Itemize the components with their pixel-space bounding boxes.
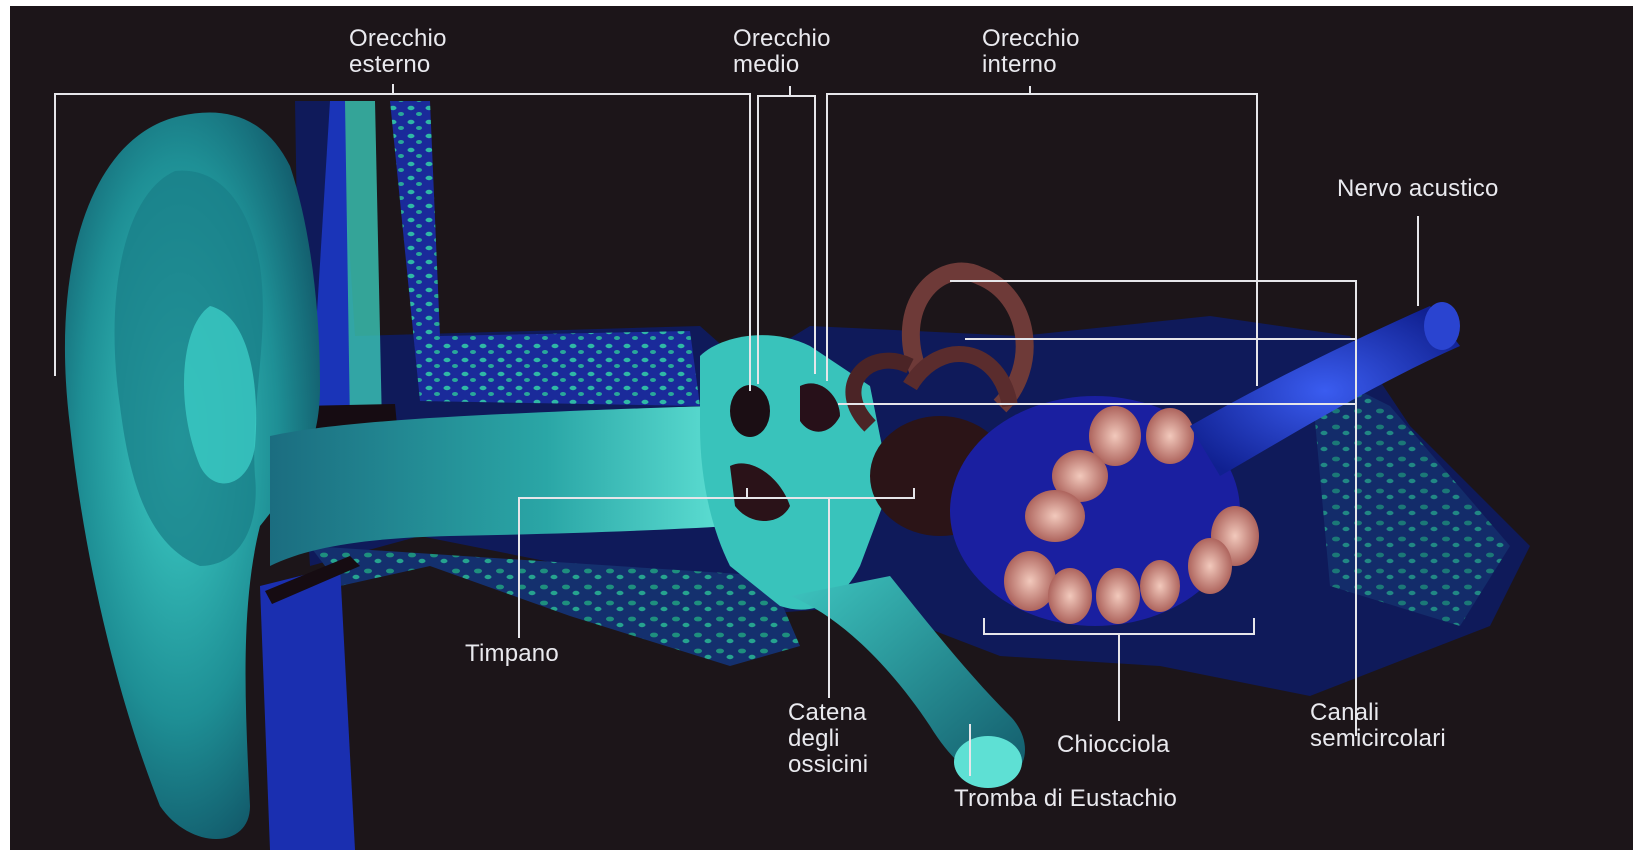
diagram-canvas: Orecchio esterno Orecchio medio Orecchio…: [10, 6, 1633, 850]
ossicle-malleus: [730, 385, 770, 437]
acoustic-nerve-end: [1424, 302, 1460, 350]
label-middle-ear: Orecchio medio: [733, 26, 831, 78]
label-ossicle-chain: Catena degli ossicini: [788, 700, 868, 778]
label-semicircular-canals: Canali semicircolari: [1310, 700, 1446, 752]
label-eardrum: Timpano: [465, 641, 559, 667]
label-cochlea: Chiocciola: [1057, 732, 1170, 758]
label-acoustic-nerve: Nervo acustico: [1337, 176, 1499, 202]
label-inner-ear: Orecchio interno: [982, 26, 1080, 78]
label-eustachian-tube: Tromba di Eustachio: [954, 786, 1177, 812]
lower-bone-blue: [260, 566, 355, 850]
label-outer-ear: Orecchio esterno: [349, 26, 447, 78]
eustachian-tube-end: [954, 736, 1022, 788]
upper-bone-texture: [390, 101, 700, 406]
